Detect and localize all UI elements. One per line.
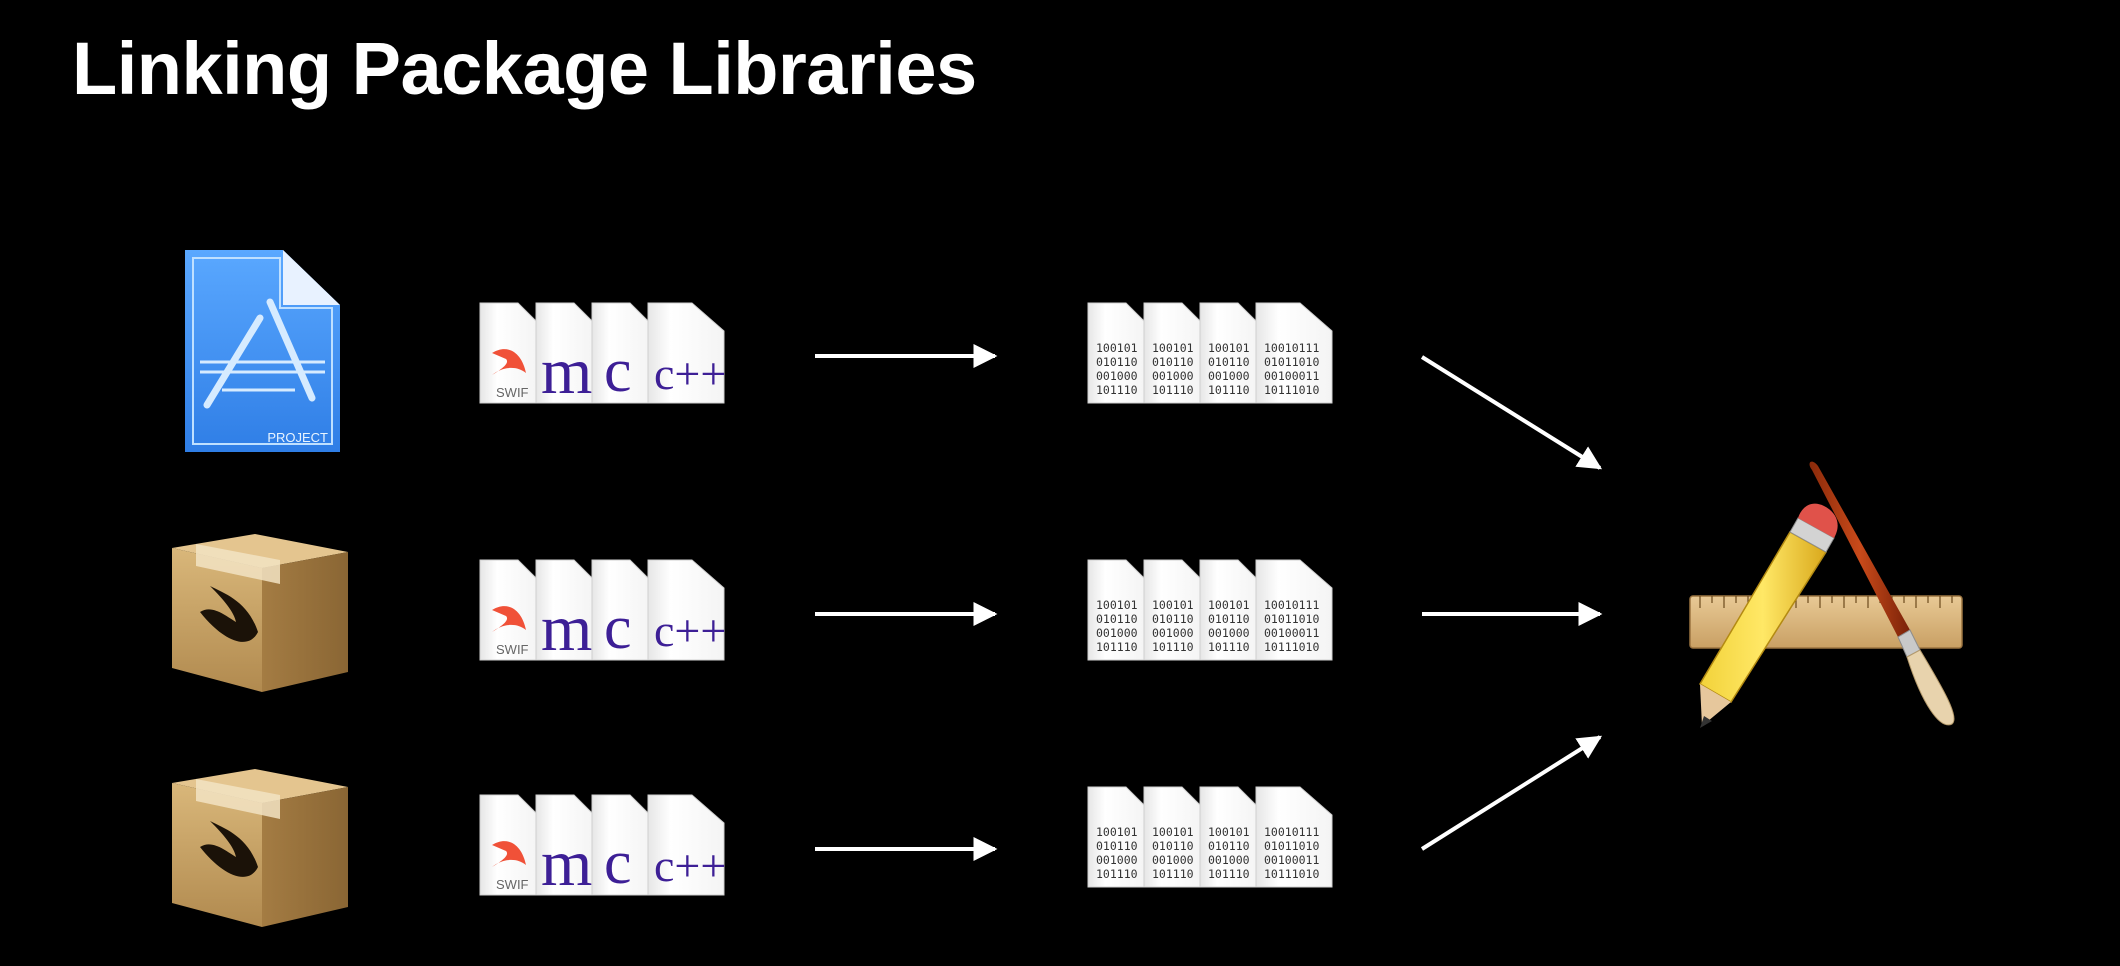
binary-line: 101110	[1096, 383, 1138, 397]
swift-package-icon	[172, 534, 348, 692]
object-files-group: 100101 010110 001000 101110 100101 01011…	[1087, 302, 1333, 404]
binary-line: 010110	[1096, 612, 1138, 626]
binary-line: 10111010	[1264, 383, 1319, 397]
binary-line: 001000	[1096, 853, 1138, 867]
link-arrow	[1420, 355, 1603, 470]
cpp-file-glyph: c++	[654, 348, 726, 399]
binary-line: 100101	[1152, 825, 1194, 839]
binary-line: 00100011	[1264, 626, 1319, 640]
binary-line: 101110	[1096, 867, 1138, 881]
source-files-group: SWIF m c c++	[479, 559, 726, 665]
binary-line: 001000	[1208, 626, 1250, 640]
binary-line: 010110	[1208, 612, 1250, 626]
binary-line: 01011010	[1264, 612, 1319, 626]
c-file-glyph: c	[604, 337, 632, 405]
binary-line: 001000	[1152, 853, 1194, 867]
project-label: PROJECT	[267, 430, 328, 445]
binary-line: 010110	[1152, 355, 1194, 369]
source-files-group: SWIF m c c++	[479, 302, 726, 408]
objc-file-glyph: m	[541, 827, 592, 900]
binary-line: 001000	[1096, 369, 1138, 383]
c-file-glyph: c	[604, 594, 632, 662]
binary-line: 101110	[1208, 867, 1250, 881]
binary-line: 100101	[1096, 598, 1138, 612]
object-files-group: 100101 010110 001000 101110 100101 01011…	[1087, 786, 1333, 888]
swift-file-label: SWIF	[496, 385, 529, 400]
xcode-project-icon: PROJECT	[185, 250, 340, 452]
binary-line: 101110	[1208, 640, 1250, 654]
binary-line: 10111010	[1264, 867, 1319, 881]
objc-file-glyph: m	[541, 592, 592, 665]
binary-line: 100101	[1152, 598, 1194, 612]
binary-line: 001000	[1208, 853, 1250, 867]
cpp-file-glyph: c++	[654, 605, 726, 656]
binary-line: 101110	[1152, 383, 1194, 397]
binary-line: 010110	[1152, 839, 1194, 853]
source-files-group: SWIF m c c++	[479, 794, 726, 900]
binary-line: 00100011	[1264, 853, 1319, 867]
binary-line: 100101	[1096, 825, 1138, 839]
binary-line: 101110	[1208, 383, 1250, 397]
swift-file-label: SWIF	[496, 642, 529, 657]
binary-line: 101110	[1152, 640, 1194, 654]
objc-file-glyph: m	[541, 335, 592, 408]
binary-line: 010110	[1208, 839, 1250, 853]
binary-line: 01011010	[1264, 839, 1319, 853]
application-icon	[1689, 461, 1963, 728]
object-files-group: 100101 010110 001000 101110 100101 01011…	[1087, 559, 1333, 661]
binary-line: 010110	[1096, 355, 1138, 369]
binary-line: 001000	[1152, 369, 1194, 383]
binary-line: 101110	[1152, 867, 1194, 881]
binary-line: 100101	[1208, 341, 1250, 355]
link-arrow	[1420, 735, 1603, 851]
binary-line: 100101	[1208, 598, 1250, 612]
cpp-file-glyph: c++	[654, 840, 726, 891]
binary-line: 101110	[1096, 640, 1138, 654]
binary-line: 010110	[1152, 612, 1194, 626]
binary-line: 10010111	[1264, 825, 1319, 839]
binary-line: 001000	[1208, 369, 1250, 383]
binary-line: 001000	[1096, 626, 1138, 640]
binary-line: 100101	[1152, 341, 1194, 355]
binary-line: 10111010	[1264, 640, 1319, 654]
swift-package-icon	[172, 769, 348, 927]
binary-line: 100101	[1096, 341, 1138, 355]
slide-title: Linking Package Libraries	[72, 27, 977, 110]
c-file-glyph: c	[604, 829, 632, 897]
binary-line: 010110	[1096, 839, 1138, 853]
binary-line: 010110	[1208, 355, 1250, 369]
binary-line: 001000	[1152, 626, 1194, 640]
binary-line: 00100011	[1264, 369, 1319, 383]
swift-file-label: SWIF	[496, 877, 529, 892]
binary-line: 10010111	[1264, 341, 1319, 355]
binary-line: 100101	[1208, 825, 1250, 839]
binary-line: 01011010	[1264, 355, 1319, 369]
binary-line: 10010111	[1264, 598, 1319, 612]
